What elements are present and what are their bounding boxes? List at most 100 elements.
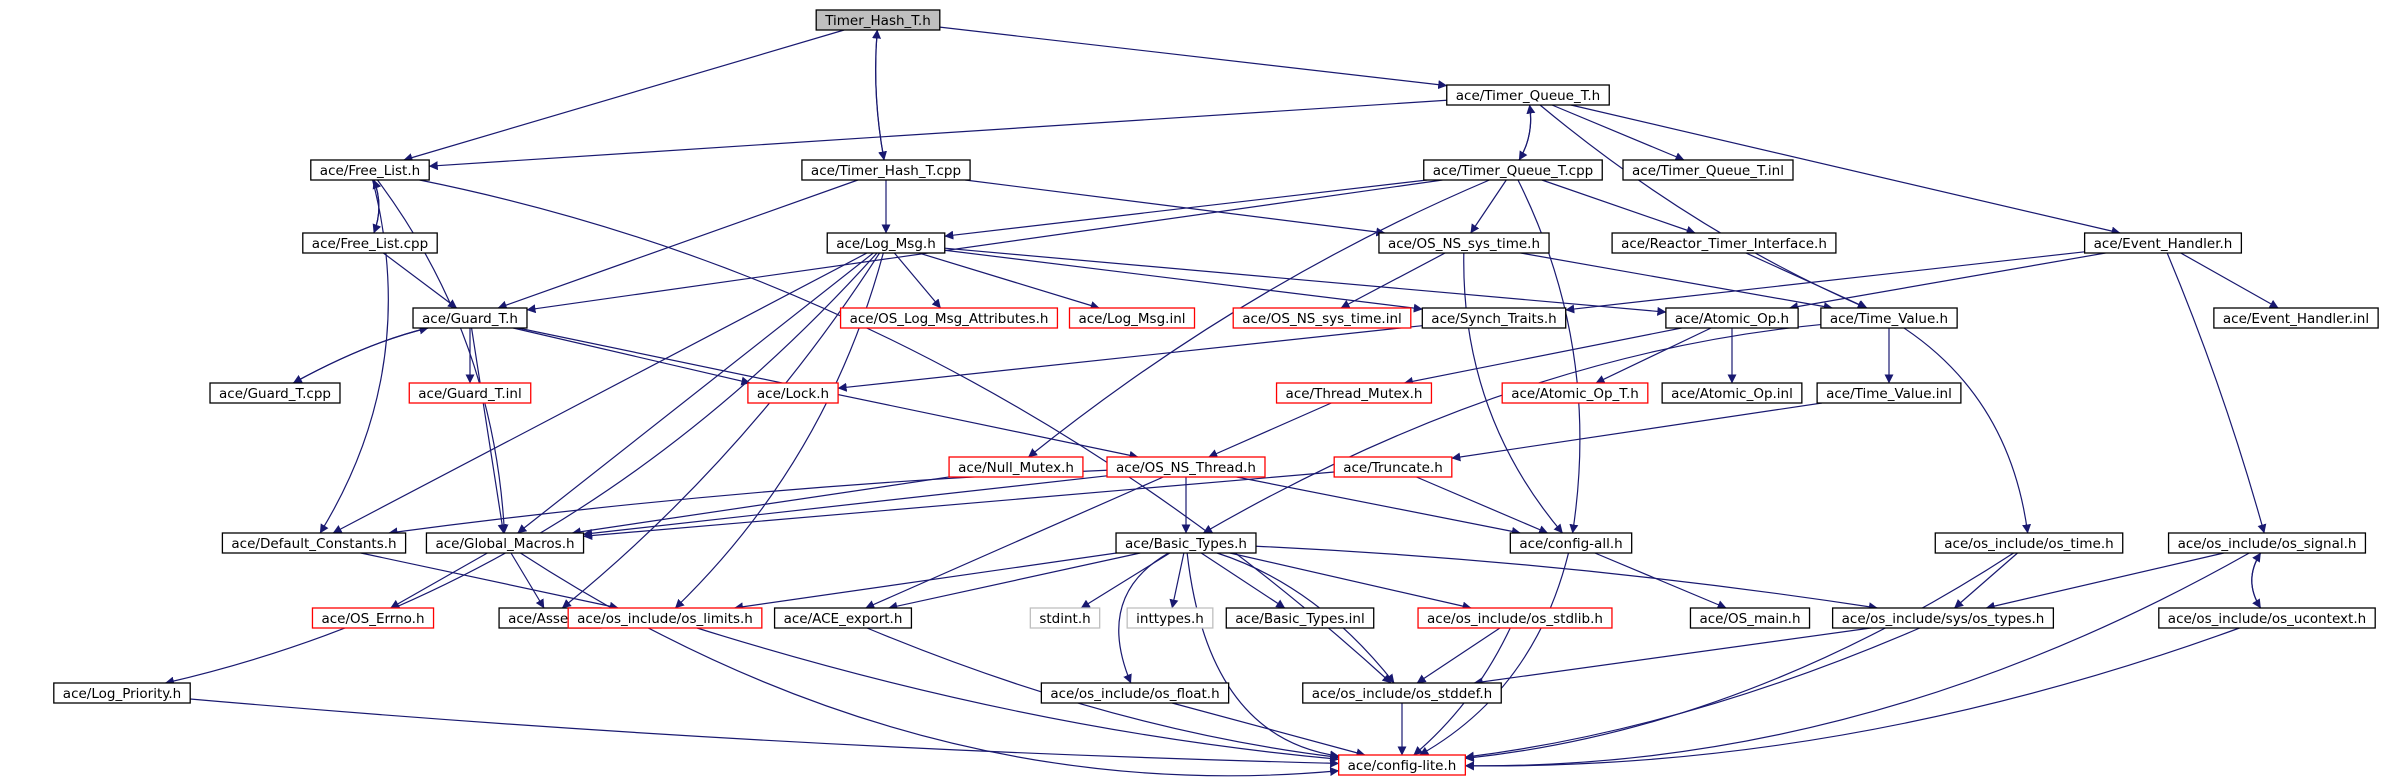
node-atomic-op-inl[interactable]: ace/Atomic_Op.inl (1661, 382, 1803, 404)
node-atomic-op-t-h[interactable]: ace/Atomic_Op_T.h (1501, 382, 1649, 404)
node-timer-queue-t-inl[interactable]: ace/Timer_Queue_T.inl (1622, 159, 1794, 181)
edge-os-time-h-to-os-types-h (1954, 552, 2018, 609)
node-os-ns-sys-time-h[interactable]: ace/OS_NS_sys_time.h (1378, 232, 1550, 254)
node-box (221, 532, 407, 554)
node-os-types-h[interactable]: ace/os_include/sys/os_types.h (1831, 607, 2055, 629)
node-label: ace/os_include/os_float.h (1050, 686, 1219, 702)
edge-os-types-h-to-config-lite-h (1464, 627, 1921, 761)
node-stdint-h[interactable]: stdint.h (1029, 607, 1101, 629)
node-free-list-h[interactable]: ace/Free_List.h (310, 159, 430, 181)
node-box (1934, 532, 2124, 554)
edge-log-msg-h-to-assert-h (561, 252, 881, 609)
node-label: ace/os_include/os_ucontext.h (2168, 611, 2366, 627)
node-lock-h[interactable]: ace/Lock.h (747, 382, 839, 404)
node-config-all-h[interactable]: ace/config-all.h (1509, 532, 1633, 554)
node-label: ace/OS_Log_Msg_Attributes.h (850, 311, 1049, 327)
node-global-macros-h[interactable]: ace/Global_Macros.h (425, 532, 585, 554)
node-config-lite-h[interactable]: ace/config-lite.h (1338, 754, 1466, 776)
node-box (1421, 307, 1567, 329)
node-guard-t-inl[interactable]: ace/Guard_T.inl (408, 382, 532, 404)
node-os-float-h[interactable]: ace/os_include/os_float.h (1040, 682, 1230, 704)
edge-log-msg-h-to-os-limits-h (674, 252, 884, 609)
edge-timer-queue-t-cpp-to-reactor-timer-interface-h (1541, 179, 1696, 235)
node-label: ace/Global_Macros.h (435, 536, 574, 552)
node-box (2167, 532, 2367, 554)
node-log-priority-h[interactable]: ace/Log_Priority.h (53, 682, 191, 704)
node-event-handler-inl[interactable]: ace/Event_Handler.inl (2213, 307, 2379, 329)
node-box (1378, 232, 1550, 254)
node-label: ace/config-all.h (1519, 536, 1622, 552)
edge-os-ucontext-h-to-config-lite-h (1464, 627, 2240, 771)
node-os-ns-thread-h[interactable]: ace/OS_NS_Thread.h (1106, 456, 1266, 478)
node-box (948, 456, 1084, 478)
node-os-ns-sys-time-inl[interactable]: ace/OS_NS_sys_time.inl (1232, 307, 1412, 329)
node-reactor-timer-interface-h[interactable]: ace/Reactor_Timer_Interface.h (1611, 232, 1837, 254)
edge-os-ns-thread-h-to-config-all-h (1236, 476, 1521, 536)
node-free-list-cpp[interactable]: ace/Free_List.cpp (302, 232, 438, 254)
node-box (412, 307, 528, 329)
node-inttypes-h[interactable]: inttypes.h (1126, 607, 1214, 629)
edge-os-signal-h-to-os-types-h (1985, 552, 2224, 611)
edge-global-macros-h-to-assert-h (510, 552, 545, 609)
edge-timer-hash-t-h-to-timer-queue-t-h (939, 26, 1448, 90)
node-label: ace/Log_Msg.h (836, 236, 936, 252)
edge-config-all-h-to-config-lite-h (1419, 552, 1570, 756)
edge-os-time-h-to-config-lite-h (1464, 552, 2014, 762)
node-thread-mutex-h[interactable]: ace/Thread_Mutex.h (1275, 382, 1433, 404)
edge-time-value-h-to-basic-types-h (1202, 323, 1821, 534)
edge-os-ucontext-h-to-os-signal-h (2251, 552, 2262, 609)
node-os-ucontext-h[interactable]: ace/os_include/os_ucontext.h (2158, 607, 2376, 629)
edge-free-list-h-to-os-stddef-h (419, 179, 1392, 684)
node-timer-queue-t-h[interactable]: ace/Timer_Queue_T.h (1446, 84, 1610, 106)
edge-timer-hash-t-cpp-to-timer-hash-t-h (872, 29, 885, 161)
edge-free-list-h-to-default-constants-h (319, 179, 389, 534)
node-label: ace/os_include/os_limits.h (577, 611, 753, 627)
node-box (1126, 607, 1214, 629)
node-timer-hash-t-cpp[interactable]: ace/Timer_Hash_T.cpp (801, 159, 971, 181)
node-guard-t-h[interactable]: ace/Guard_T.h (412, 307, 528, 329)
node-basic-types-inl[interactable]: ace/Basic_Types.inl (1225, 607, 1375, 629)
file-nodes: Timer_Hash_T.h ace/Free_List.h ace/Timer_H… (53, 9, 2379, 776)
edge-timer-queue-t-cpp-to-os-ns-sys-time-h (1470, 179, 1507, 234)
node-log-msg-h[interactable]: ace/Log_Msg.h (826, 232, 946, 254)
edge-reactor-timer-interface-h-to-time-value-h (1745, 252, 1868, 309)
node-os-stdlib-h[interactable]: ace/os_include/os_stdlib.h (1417, 607, 1613, 629)
node-default-constants-h[interactable]: ace/Default_Constants.h (221, 532, 407, 554)
node-atomic-op-h[interactable]: ace/Atomic_Op.h (1665, 307, 1799, 329)
node-truncate-h[interactable]: ace/Truncate.h (1333, 456, 1453, 478)
node-label: ace/Timer_Queue_T.cpp (1433, 163, 1593, 179)
node-box (302, 232, 438, 254)
node-timer-hash-t-h[interactable]: Timer_Hash_T.h (815, 9, 941, 31)
node-os-time-h[interactable]: ace/os_include/os_time.h (1934, 532, 2124, 554)
node-null-mutex-h[interactable]: ace/Null_Mutex.h (948, 456, 1084, 478)
node-box (1820, 307, 1958, 329)
node-time-value-h[interactable]: ace/Time_Value.h (1820, 307, 1958, 329)
node-os-errno-h[interactable]: ace/OS_Errno.h (311, 607, 435, 629)
node-label: ace/Free_List.h (320, 163, 420, 179)
node-timer-queue-t-cpp[interactable]: ace/Timer_Queue_T.cpp (1423, 159, 1603, 181)
edge-guard-t-cpp-to-guard-t-h (293, 325, 429, 384)
node-guard-t-cpp[interactable]: ace/Guard_T.cpp (209, 382, 341, 404)
node-synch-traits-h[interactable]: ace/Synch_Traits.h (1421, 307, 1567, 329)
node-os-main-h[interactable]: ace/OS_main.h (1689, 607, 1811, 629)
edge-os-types-h-to-os-stddef-h (1473, 627, 1871, 687)
node-os-limits-h[interactable]: ace/os_include/os_limits.h (567, 607, 763, 629)
node-basic-types-h[interactable]: ace/Basic_Types.h (1115, 532, 1257, 554)
node-box (1338, 754, 1466, 776)
node-os-stddef-h[interactable]: ace/os_include/os_stddef.h (1302, 682, 1502, 704)
node-log-msg-inl[interactable]: ace/Log_Msg.inl (1068, 307, 1196, 329)
node-os-signal-h[interactable]: ace/os_include/os_signal.h (2167, 532, 2367, 554)
edge-atomic-op-h-to-atomic-op-t-h (1595, 327, 1712, 384)
node-time-value-inl[interactable]: ace/Time_Value.inl (1816, 382, 1962, 404)
edge-timer-queue-t-h-to-event-handler-h (1570, 104, 2121, 236)
node-event-handler-h[interactable]: ace/Event_Handler.h (2083, 232, 2243, 254)
node-label: Timer_Hash_T.h (824, 13, 931, 29)
node-ace-export-h[interactable]: ace/ACE_export.h (773, 607, 913, 629)
node-label: ace/Guard_T.inl (418, 386, 521, 402)
node-box (1225, 607, 1375, 629)
node-box (567, 607, 763, 629)
node-os-log-msg-attributes-h[interactable]: ace/OS_Log_Msg_Attributes.h (839, 307, 1059, 329)
node-label: ace/os_include/sys/os_types.h (1842, 611, 2045, 627)
edge-os-ns-thread-h-to-ace-export-h (865, 476, 1164, 609)
